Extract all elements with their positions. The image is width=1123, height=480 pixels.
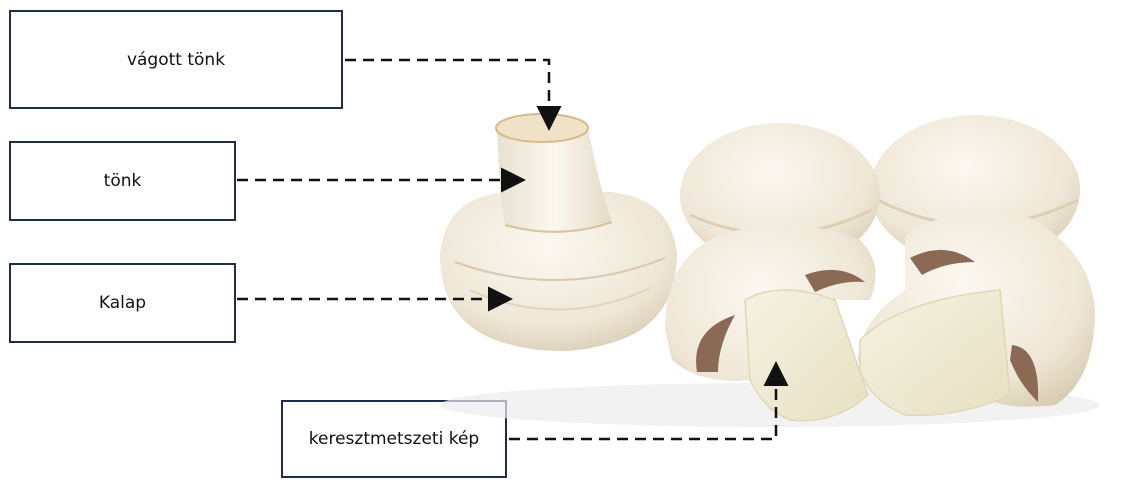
mushroom-left [440, 114, 677, 351]
mushroom-cross-section-right [858, 212, 1095, 415]
